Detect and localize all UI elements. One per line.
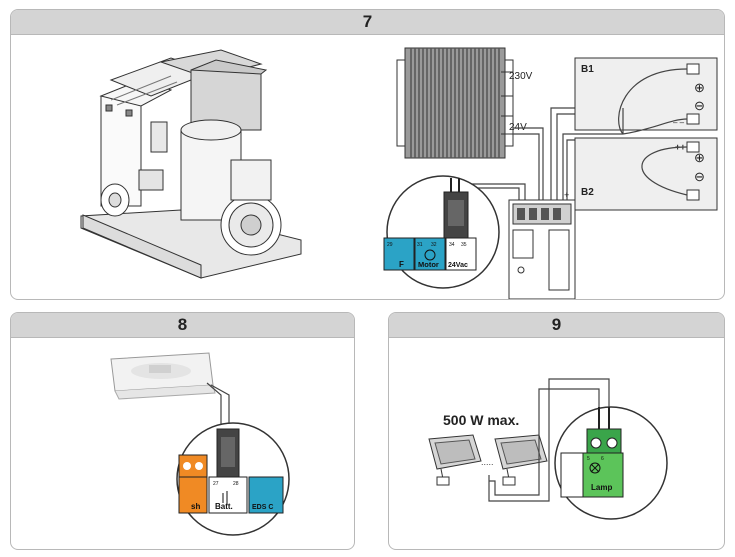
battery-2-label: B2 (581, 187, 594, 198)
wiring-fig9 (488, 378, 610, 502)
panel-9-number: 9 (551, 315, 562, 334)
terminal-number-31: 31 (417, 242, 423, 248)
battery-1-label: B1 (581, 64, 594, 75)
terminal-number-27: 27 (213, 481, 219, 487)
battery-1-minus: ⊖ (694, 98, 705, 113)
terminal-24vac-label: 24Vac (448, 262, 468, 269)
battery-2-minus: ⊖ (694, 169, 705, 184)
panel-8-number: 8 (177, 315, 188, 334)
gate-motor-unit (80, 49, 302, 279)
board-plus: + (564, 190, 569, 200)
battery-2-plus: ⊕ (694, 150, 705, 165)
figure-9-drawing: 500 W max. ..... (428, 378, 668, 520)
panel-figure-9: 9 500 W max. ..... (388, 312, 725, 550)
lamp-continuation-dots: ..... (481, 457, 494, 467)
figure-8-drawing: sh Batt. EDS C 27 28 (110, 352, 290, 536)
terminal-motor-label: Motor (418, 260, 439, 269)
terminal-eds-label: EDS C (252, 504, 273, 511)
zoom-detail-fig7 (383, 175, 500, 289)
battery-1-double-minus: – – (673, 118, 685, 127)
wiring-fig8 (206, 382, 230, 431)
terminal-lamp-label: Lamp (591, 483, 612, 492)
terminal-number-35: 35 (461, 242, 467, 248)
terminal-batt-label: Batt. (215, 502, 233, 511)
zoom-detail-fig9 (554, 406, 668, 520)
panel-figure-8: 8 sh Batt. EDS C 27 28 (10, 312, 355, 550)
power-rating-label: 500 W max. (443, 412, 519, 428)
terminal-number-6: 6 (601, 456, 604, 462)
panel-9-header: 9 (389, 313, 724, 338)
flood-lamp-2 (494, 434, 548, 486)
terminal-flash-label: sh (191, 502, 200, 511)
battery-b2 (574, 137, 718, 211)
primary-voltage-label: 230V (509, 71, 533, 82)
transformer (396, 47, 514, 159)
control-board-fig7 (508, 199, 576, 299)
panel-figure-7: 7 (10, 9, 725, 300)
flood-lamp-1 (428, 434, 482, 486)
terminal-number-34: 34 (449, 242, 455, 248)
terminal-f-label: F (399, 260, 404, 269)
battery-b1 (574, 57, 718, 131)
terminal-number-5: 5 (587, 456, 590, 462)
panel-8-header: 8 (11, 313, 354, 338)
panel-7-number: 7 (362, 12, 373, 31)
battery-wiring (618, 68, 688, 196)
terminal-number-32: 32 (431, 242, 437, 248)
terminal-number-29: 29 (387, 242, 393, 248)
figure-7-drawing: 230V 24V B1 ⊕ ⊖ – – ++ ⊕ ⊖ (80, 47, 718, 299)
battery-1-plus: ⊕ (694, 80, 705, 95)
panel-7-header: 7 (11, 10, 724, 35)
terminal-number-28: 28 (233, 481, 239, 487)
battery-pack (110, 352, 216, 400)
zoom-detail-fig8 (176, 422, 290, 536)
